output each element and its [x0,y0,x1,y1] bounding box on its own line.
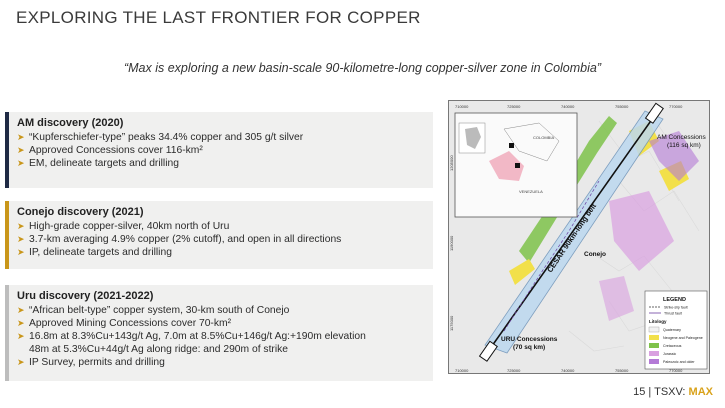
bullet-list: ➤“Kupferschiefer-type” peaks 34.4% coppe… [17,131,423,170]
legend-label: Paleozoic and older [663,360,695,364]
tick-label: 1205000 [449,155,454,171]
legend-swatch [649,351,659,356]
tick-label: 740000 [561,368,575,373]
tick-label: 725000 [507,104,521,109]
map-y-ticks: 1205000 1190000 1175000 [449,155,454,331]
tick-label: 710000 [455,104,469,109]
legend-label: Cretaceous [663,344,682,348]
neogene-unit [509,259,535,285]
legend-swatch [649,335,659,340]
list-item: ➤Approved Concessions cover 116-km² [17,145,203,156]
inset-country-label: COLOMBIA [533,135,554,140]
accent-bar [5,112,9,188]
page-number: 15 [633,386,646,398]
am-discovery-card: AM discovery (2020) ➤“Kupferschiefer-typ… [5,112,433,188]
tick-label: 710000 [455,368,469,373]
arrow-bullet-icon: ➤ [17,318,25,328]
list-item: ➤Approved Mining Concessions cover 70-km… [17,318,232,329]
geology-map-svg: CESAR 90km-long belt AM Concessions (116… [449,101,709,373]
list-item: ➤“Kupferschiefer-type” peaks 34.4% coppe… [17,132,304,143]
inset-country-shape [465,127,481,149]
arrow-bullet-icon: ➤ [17,305,25,315]
card-title: AM discovery (2020) [17,117,124,129]
list-item: ➤High-grade copper-silver, 40km north of… [17,221,230,232]
uru-concession-box [478,340,498,362]
inset-region-label: VENEZUELA [519,189,543,194]
legend-swatch [649,359,659,364]
inset-marker [515,163,520,168]
am-label: AM Concessions [657,134,707,141]
arrow-bullet-icon: ➤ [17,234,25,244]
conejo-label: Conejo [584,251,606,258]
legend-label: Neogene and Paleogene [663,336,703,340]
ticker-symbol: MAX [688,386,713,398]
list-item: ➤IP, delineate targets and drilling [17,247,172,258]
list-item: ➤EM, delineate targets and drilling [17,158,179,169]
arrow-bullet-icon: ➤ [17,221,25,231]
list-item: ➤IP Survey, permits and drilling [17,357,165,368]
tick-label: 1175000 [449,315,454,331]
tick-label: 770000 [669,368,683,373]
uru-label: URU Concessions [501,336,558,343]
bullet-list: ➤High-grade copper-silver, 40km north of… [17,220,423,259]
tick-label: 1190000 [449,235,454,251]
list-item: ➤16.8m at 8.3%Cu+143g/t Ag, 7.0m at 8.5%… [17,330,423,356]
legend-subtitle: Litology [649,319,667,324]
legend-swatch [649,343,659,348]
card-title: Conejo discovery (2021) [17,206,144,218]
am-area: (116 sq km) [667,142,701,149]
accent-bar [5,201,9,269]
arrow-bullet-icon: ➤ [17,357,25,367]
inset-border [503,122,560,162]
jurassic-unit [609,191,674,271]
tick-label: 770000 [669,104,683,109]
arrow-bullet-icon: ➤ [17,132,25,142]
legend-label: Strike-slip fault [664,306,688,310]
map-x-ticks-bottom: 710000 725000 740000 755000 770000 [455,368,683,373]
jurassic-unit [599,276,634,321]
bullet-list: ➤“African belt-type” copper system, 30-k… [17,304,423,369]
arrow-bullet-icon: ➤ [17,158,25,168]
inset-marker [509,143,514,148]
inset-map: COLOMBIA VENEZUELA [454,112,578,218]
arrow-bullet-icon: ➤ [17,145,25,155]
page-title: EXPLORING THE LAST FRONTIER FOR COPPER [16,8,421,27]
accent-bar [5,285,9,381]
tick-label: 725000 [507,368,521,373]
list-item: ➤“African belt-type” copper system, 30-k… [17,305,290,316]
am-concession-box [644,102,664,124]
tick-label: 740000 [561,104,575,109]
tick-label: 755000 [615,368,629,373]
uru-area: (70 sq km) [513,344,545,351]
card-title: Uru discovery (2021-2022) [17,290,154,302]
legend-label: Jurassic [663,352,676,356]
map-legend: LEGEND Strike-slip fault Thrust fault Li… [644,290,708,370]
conejo-discovery-card: Conejo discovery (2021) ➤High-grade copp… [5,201,433,269]
tick-label: 755000 [615,104,629,109]
list-item-continuation: 48m at 5.3%Cu+44g/t Ag along ridge: and … [29,344,289,355]
legend-title: LEGEND [663,297,686,303]
geology-map: CESAR 90km-long belt AM Concessions (116… [448,100,710,374]
quote: “Max is exploring a new basin-scale 90-k… [123,61,602,75]
map-x-ticks-top: 710000 725000 740000 755000 770000 [455,104,683,109]
paleozoic-unit [649,131,699,181]
uru-discovery-card: Uru discovery (2021-2022) ➤“African belt… [5,285,433,381]
thrust-fault [503,180,600,332]
legend-label: Thrust fault [664,312,682,316]
footer-separator: | TSXV: [645,386,689,398]
footer: 15 | TSXV: MAX [633,386,713,398]
inset-region [489,151,524,181]
arrow-bullet-icon: ➤ [17,331,25,341]
legend-swatch [648,326,660,333]
legend-label: Quaternary [663,328,681,332]
arrow-bullet-icon: ➤ [17,247,25,257]
list-item: ➤3.7-km averaging 4.9% copper (2% cutoff… [17,234,342,245]
